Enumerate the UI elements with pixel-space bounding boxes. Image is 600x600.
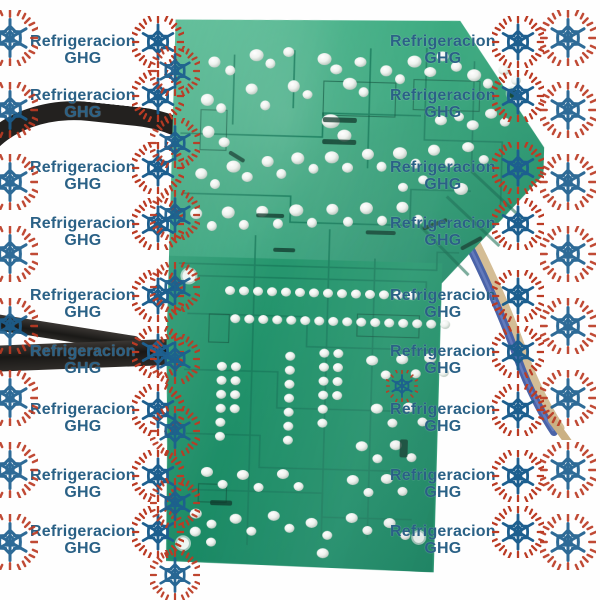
watermark-logo-small (385, 369, 419, 403)
printed-circuit-board (168, 18, 540, 570)
mount-hole (507, 88, 518, 99)
